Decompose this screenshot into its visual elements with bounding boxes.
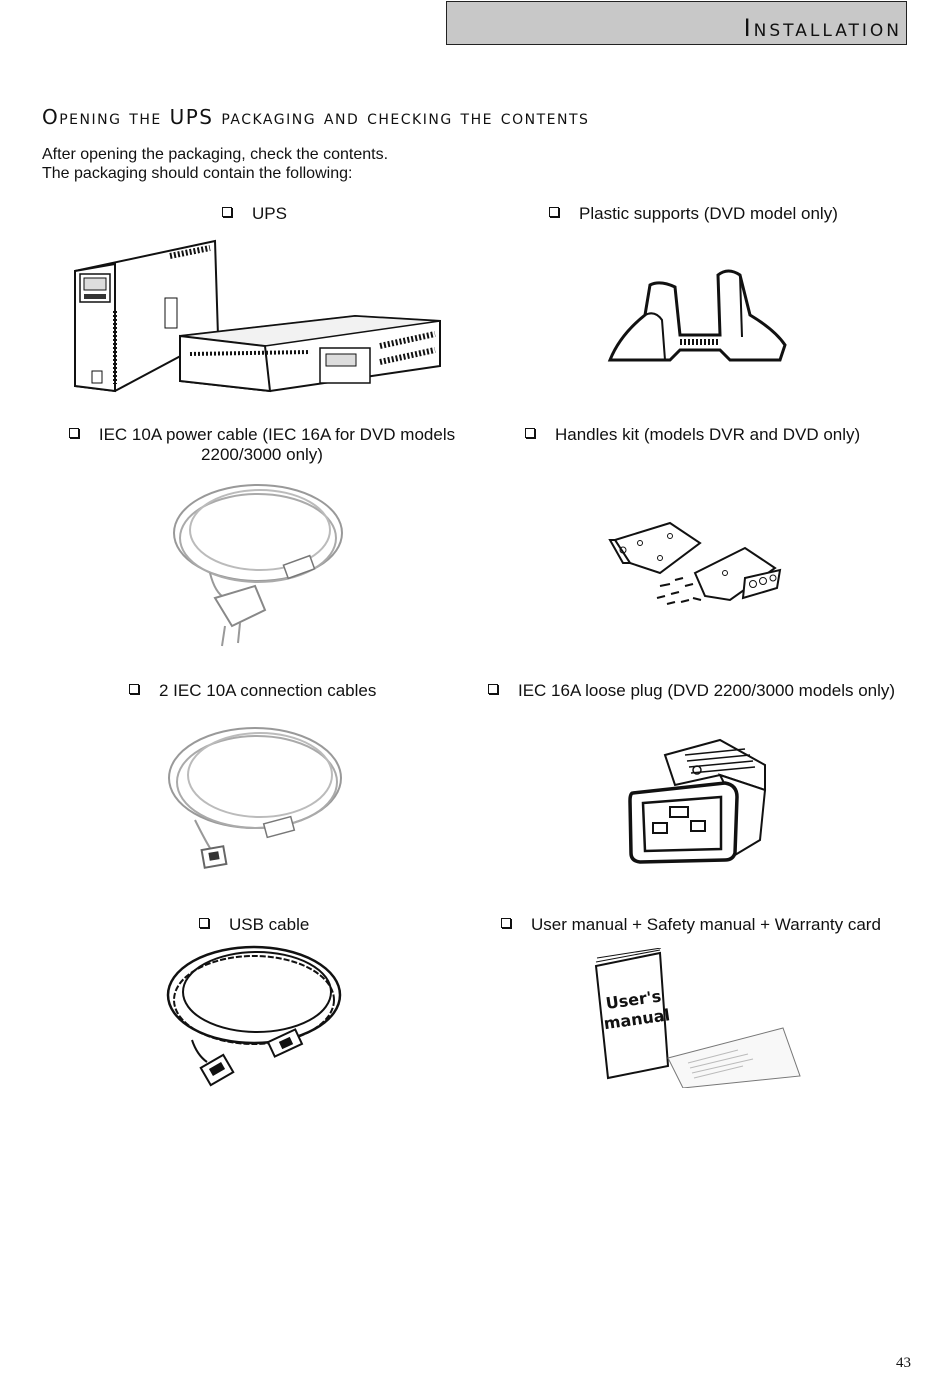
ups-unit-icon (74, 239, 441, 393)
item-manuals: User manual + Safety manual + Warranty c… (501, 915, 881, 935)
item-usb-cable: USB cable (199, 915, 309, 935)
item-power-cable: IEC 10A power cable (IEC 16A for DVD mod… (57, 425, 467, 465)
checkbox-bullet-icon (68, 428, 79, 438)
usb-cable-icon (166, 945, 342, 1087)
checkbox-bullet-icon (501, 918, 511, 928)
plastic-support-icon (607, 269, 787, 362)
intro-line-2: The packaging should contain the followi… (42, 165, 353, 182)
handles-kit-icon (608, 521, 782, 605)
manual-booklet-icon: User's manual (594, 948, 801, 1088)
page-number: 43 (896, 1355, 911, 1371)
chapter-header: Installation (446, 1, 907, 45)
item-label: Handles kit (models DVR and DVD only) (555, 425, 861, 444)
item-label: IEC 10A power cable (IEC 16A for DVD mod… (98, 425, 456, 444)
checkbox-bullet-icon (222, 207, 232, 217)
item-label-line2: 2200/3000 only) (201, 445, 323, 464)
intro-line-1: After opening the packaging, check the c… (42, 146, 389, 163)
item-label: 2 IEC 10A connection cables (159, 681, 377, 700)
section-title: Opening the UPS packaging and checking t… (42, 105, 590, 129)
item-label: Plastic supports (DVD model only) (579, 204, 838, 223)
item-connection-cables: 2 IEC 10A connection cables (129, 681, 376, 701)
loose-plug-icon (628, 738, 767, 864)
intro-text: After opening the packaging, check the c… (42, 145, 388, 183)
item-label: User manual + Safety manual + Warranty c… (531, 915, 881, 934)
connection-cables-icon (168, 727, 342, 869)
checkbox-bullet-icon (549, 207, 559, 217)
power-cable-icon (173, 484, 343, 647)
item-handles-kit: Handles kit (models DVR and DVD only) (525, 425, 860, 445)
item-label: USB cable (229, 915, 310, 934)
item-ups: UPS (222, 204, 287, 224)
chapter-title: Installation (743, 14, 902, 42)
item-label: IEC 16A loose plug (DVD 2200/3000 models… (518, 681, 896, 700)
checkbox-bullet-icon (488, 684, 498, 694)
item-label: UPS (252, 204, 287, 223)
item-plastic-supports: Plastic supports (DVD model only) (549, 204, 838, 224)
checkbox-bullet-icon (199, 918, 209, 928)
checkbox-bullet-icon (525, 428, 535, 438)
checkbox-bullet-icon (129, 684, 139, 694)
item-loose-plug: IEC 16A loose plug (DVD 2200/3000 models… (488, 681, 895, 701)
